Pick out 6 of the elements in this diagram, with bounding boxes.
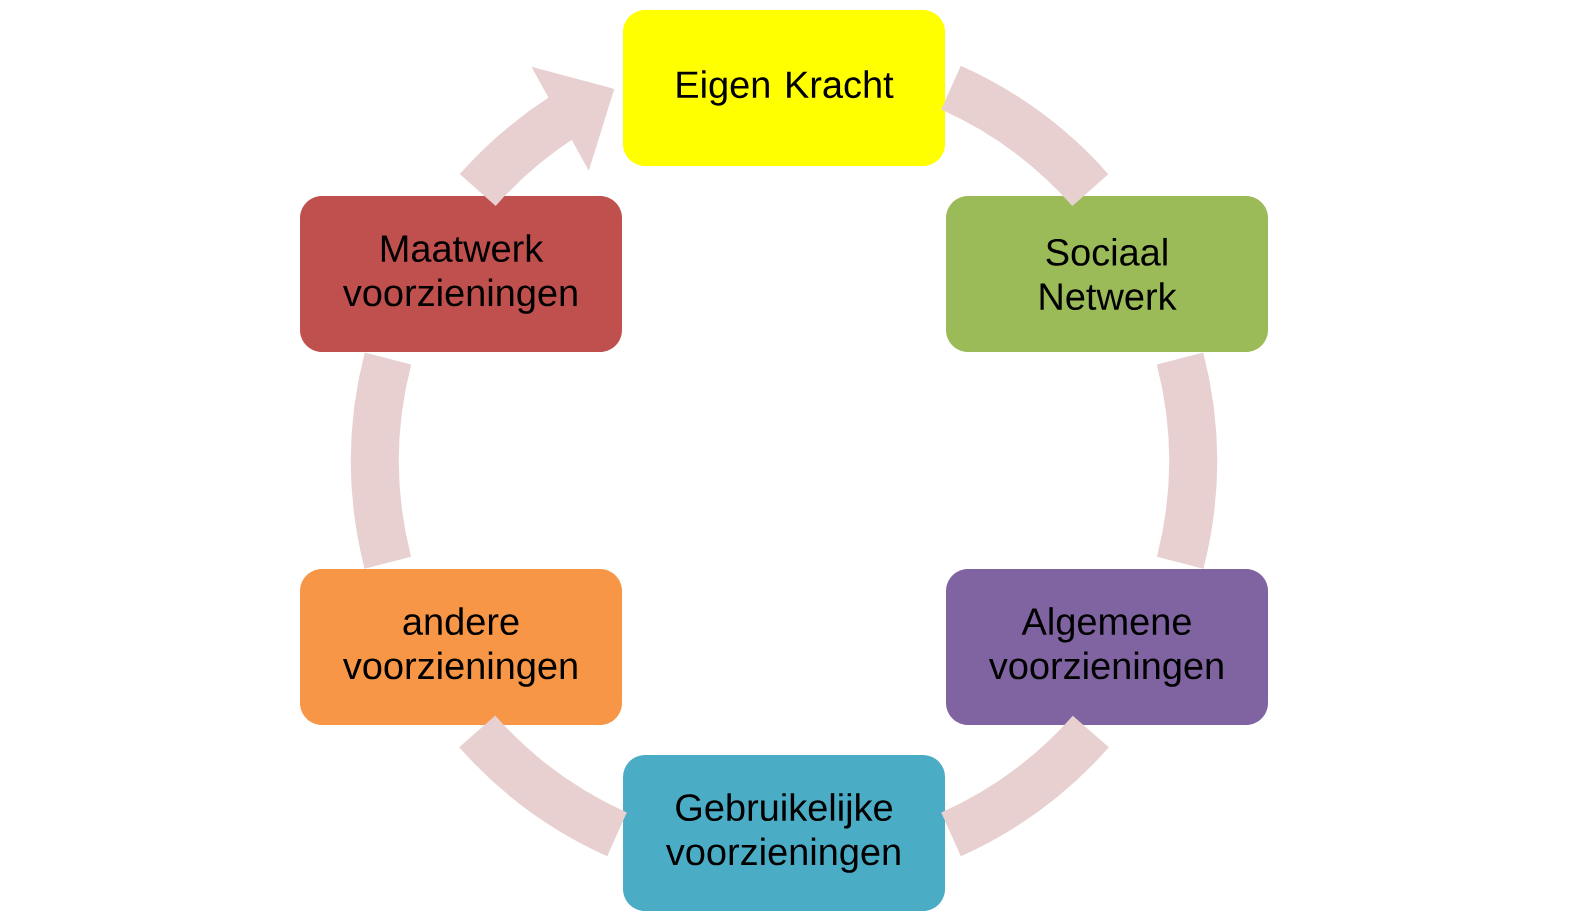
process-box: Eigen Kracht: [623, 10, 945, 166]
process-box: Gebruikelijke voorzieningen: [623, 755, 945, 911]
process-box: Sociaal Netwerk: [946, 196, 1268, 352]
process-box: andere voorzieningen: [300, 569, 622, 725]
process-box: Maatwerk voorzieningen: [300, 196, 622, 352]
process-box: Algemene voorzieningen: [946, 569, 1268, 725]
